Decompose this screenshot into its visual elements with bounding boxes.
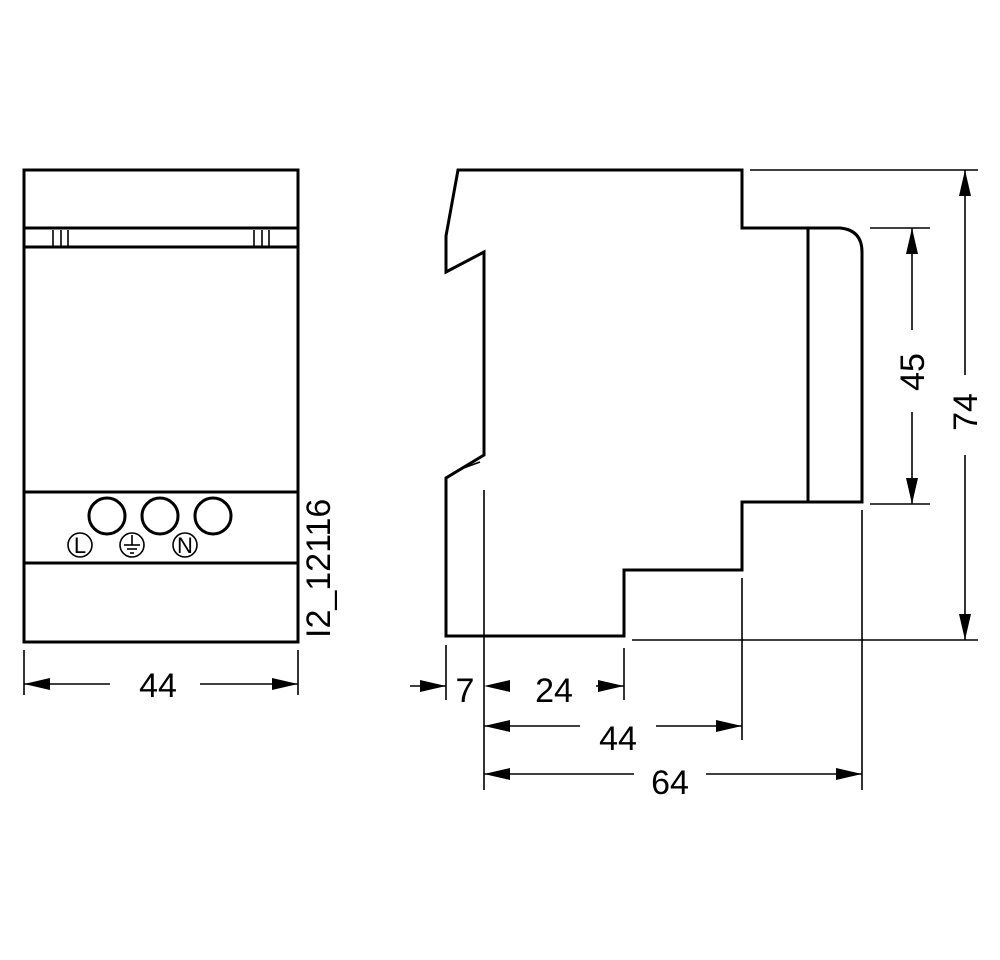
dim-74-arrow-bottom [959, 614, 971, 640]
front-width-dim-label: 44 [139, 667, 177, 705]
dim-44-arrow-right [716, 720, 742, 732]
dim-64-arrow-right [836, 768, 862, 780]
dim-24-arrow-right [598, 680, 624, 692]
front-view: L N 44 [22, 168, 300, 705]
dim-64-arrow-left [484, 768, 510, 780]
front-left-clip [52, 230, 69, 246]
side-clip-detail [457, 461, 481, 471]
dim-74-label: 74 [947, 393, 985, 431]
front-right-clip [253, 230, 270, 246]
dim-44-label: 44 [599, 720, 637, 758]
terminal-label-n-ring [172, 532, 198, 558]
side-front-protrusion [808, 226, 864, 504]
terminal-screw-2 [140, 496, 180, 536]
dim-44-arrow-left [484, 720, 510, 732]
terminal-label-l-ring [67, 532, 93, 558]
dim-45-arrow-top [906, 228, 918, 254]
terminal-label-l: L [74, 533, 86, 558]
dim-24-label: 24 [535, 672, 573, 710]
terminal-label-n: N [177, 533, 193, 558]
dim-45-label: 45 [894, 353, 932, 391]
drawing-id-label: I2_12116 [300, 499, 338, 638]
front-body-outline [22, 168, 300, 644]
dim-7-arrow-left [420, 680, 446, 692]
side-body-outline [444, 168, 810, 638]
earth-icon [124, 535, 140, 554]
dim-7-arrow-right [484, 680, 510, 692]
side-view: 74 45 7 24 44 64 [410, 168, 985, 802]
terminal-screw-1 [87, 496, 127, 536]
dim-64-label: 64 [651, 764, 689, 802]
front-width-arrow-right [272, 678, 298, 690]
dim-45-arrow-bottom [906, 478, 918, 504]
front-width-arrow-left [24, 678, 50, 690]
dim-74-arrow-top [959, 170, 971, 196]
terminal-label-earth-ring [119, 532, 145, 558]
dim-7-label: 7 [456, 672, 475, 710]
terminal-screw-3 [193, 496, 233, 536]
